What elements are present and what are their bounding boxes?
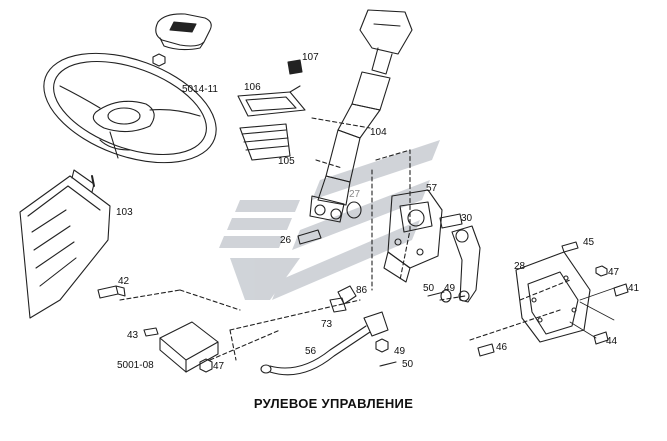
bracket-103	[19, 169, 111, 319]
callout-57: 57	[426, 183, 438, 194]
callout-56: 56	[305, 346, 317, 357]
callout-103: 103	[116, 207, 133, 218]
callout-30: 30	[461, 213, 473, 224]
watermark-logo	[219, 140, 440, 300]
callout-50-lower: 50	[402, 359, 414, 370]
dashed-lines	[119, 117, 571, 361]
callout-42: 42	[118, 276, 130, 287]
steering-gear-box	[383, 189, 463, 283]
callout-73: 73	[321, 319, 333, 330]
diagram-caption: РУЛЕВОЕ УПРАВЛЕНИЕ	[253, 396, 414, 411]
callout-27: 27	[349, 189, 361, 200]
callout-41: 41	[628, 283, 640, 294]
line-art	[19, 9, 629, 376]
callout-5014-11: 5014-11	[182, 84, 218, 95]
pitman-arm	[451, 225, 481, 303]
steering-column	[309, 9, 413, 223]
callout-46: 46	[496, 342, 508, 353]
callout-45: 45	[583, 237, 595, 248]
callout-50-mid: 50	[423, 283, 435, 294]
callout-28: 28	[514, 261, 526, 272]
callout-5001-08: 5001-08	[117, 360, 154, 371]
callout-44: 44	[606, 336, 618, 347]
callout-49-lower: 49	[394, 346, 406, 357]
gaiter-105	[239, 123, 291, 161]
callout-47-lower: 47	[213, 361, 225, 372]
callout-86: 86	[356, 285, 368, 296]
callout-26: 26	[280, 235, 292, 246]
gaiter-106	[237, 85, 306, 117]
bracket-5001-08	[159, 321, 219, 373]
callout-104: 104	[370, 127, 387, 138]
callout-49-mid: 49	[444, 283, 456, 294]
callout-43: 43	[127, 330, 139, 341]
callout-107: 107	[302, 52, 319, 63]
callout-47-right: 47	[608, 267, 620, 278]
callout-105: 105	[278, 156, 295, 167]
callout-106: 106	[244, 82, 261, 93]
drag-link	[260, 311, 389, 376]
horn-button	[155, 13, 212, 51]
steering-wheel	[43, 52, 217, 164]
